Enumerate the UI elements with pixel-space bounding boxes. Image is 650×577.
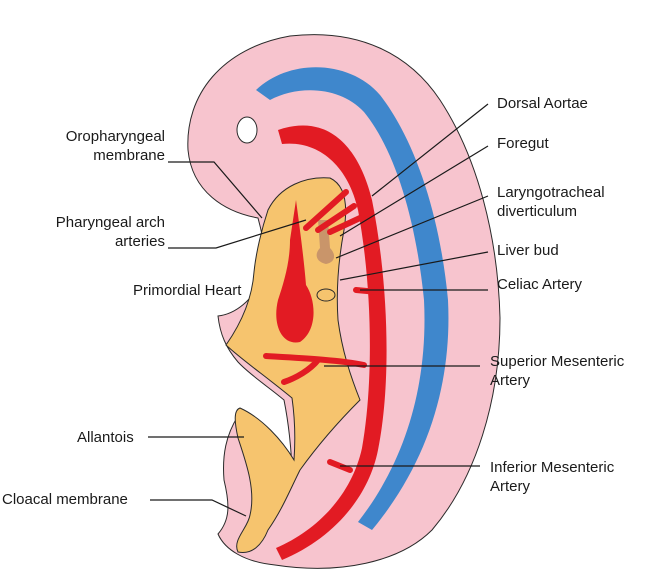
leader-oropharyngeal <box>168 161 263 219</box>
label-pharyngeal-arch-arteries: Pharyngeal arch arteries <box>20 213 165 251</box>
celiac-artery <box>353 287 381 295</box>
label-laryngo-line1: Laryngotracheal <box>497 184 605 201</box>
neural-tube <box>256 67 449 530</box>
superior-mesenteric-artery <box>263 353 367 385</box>
label-primordial-heart: Primordial Heart <box>133 282 242 299</box>
label-ima-line1: Inferior Mesenteric <box>490 459 615 476</box>
label-superior-mesenteric-artery: Superior Mesenteric Artery <box>490 352 624 390</box>
label-dorsal-aortae: Dorsal Aortae <box>497 95 588 112</box>
leader-liver-bud <box>339 251 489 281</box>
label-oropharyngeal-membrane: Oropharyngeal membrane <box>30 127 165 165</box>
label-foregut: Foregut <box>497 135 549 152</box>
leader-pharyngeal <box>168 219 307 249</box>
label-laryngotracheal-diverticulum: Laryngotracheal diverticulum <box>497 183 605 221</box>
primordial-heart <box>276 200 314 343</box>
label-celiac-artery: Celiac Artery <box>497 276 583 293</box>
leader-foregut <box>339 145 489 237</box>
pharyngeal-arch-arteries <box>303 189 363 235</box>
otic-vesicle <box>236 116 258 144</box>
label-cloacal-membrane: Cloacal membrane <box>2 491 128 508</box>
embryo-body <box>187 34 501 569</box>
label-liver-bud: Liver bud <box>497 242 559 259</box>
leader-dorsal-aortae <box>371 103 489 197</box>
leader-laryngotracheal <box>335 195 489 259</box>
gut-tube <box>225 177 361 554</box>
liver-bud-shape <box>316 288 336 302</box>
label-sma-line1: Superior Mesenteric <box>490 353 625 370</box>
label-ima-line2: Artery <box>490 478 531 495</box>
leader-cloacal <box>150 499 247 517</box>
label-oropharyngeal-line1: Oropharyngeal <box>65 128 165 145</box>
label-oropharyngeal-line2: membrane <box>93 147 165 164</box>
label-pharyngeal-line1: Pharyngeal arch <box>55 214 165 231</box>
label-sma-line2: Artery <box>490 372 531 389</box>
label-allantois: Allantois <box>77 429 134 446</box>
label-inferior-mesenteric-artery: Inferior Mesenteric Artery <box>490 458 614 496</box>
label-pharyngeal-line2: arteries <box>114 233 165 250</box>
label-laryngo-line2: diverticulum <box>497 203 578 220</box>
